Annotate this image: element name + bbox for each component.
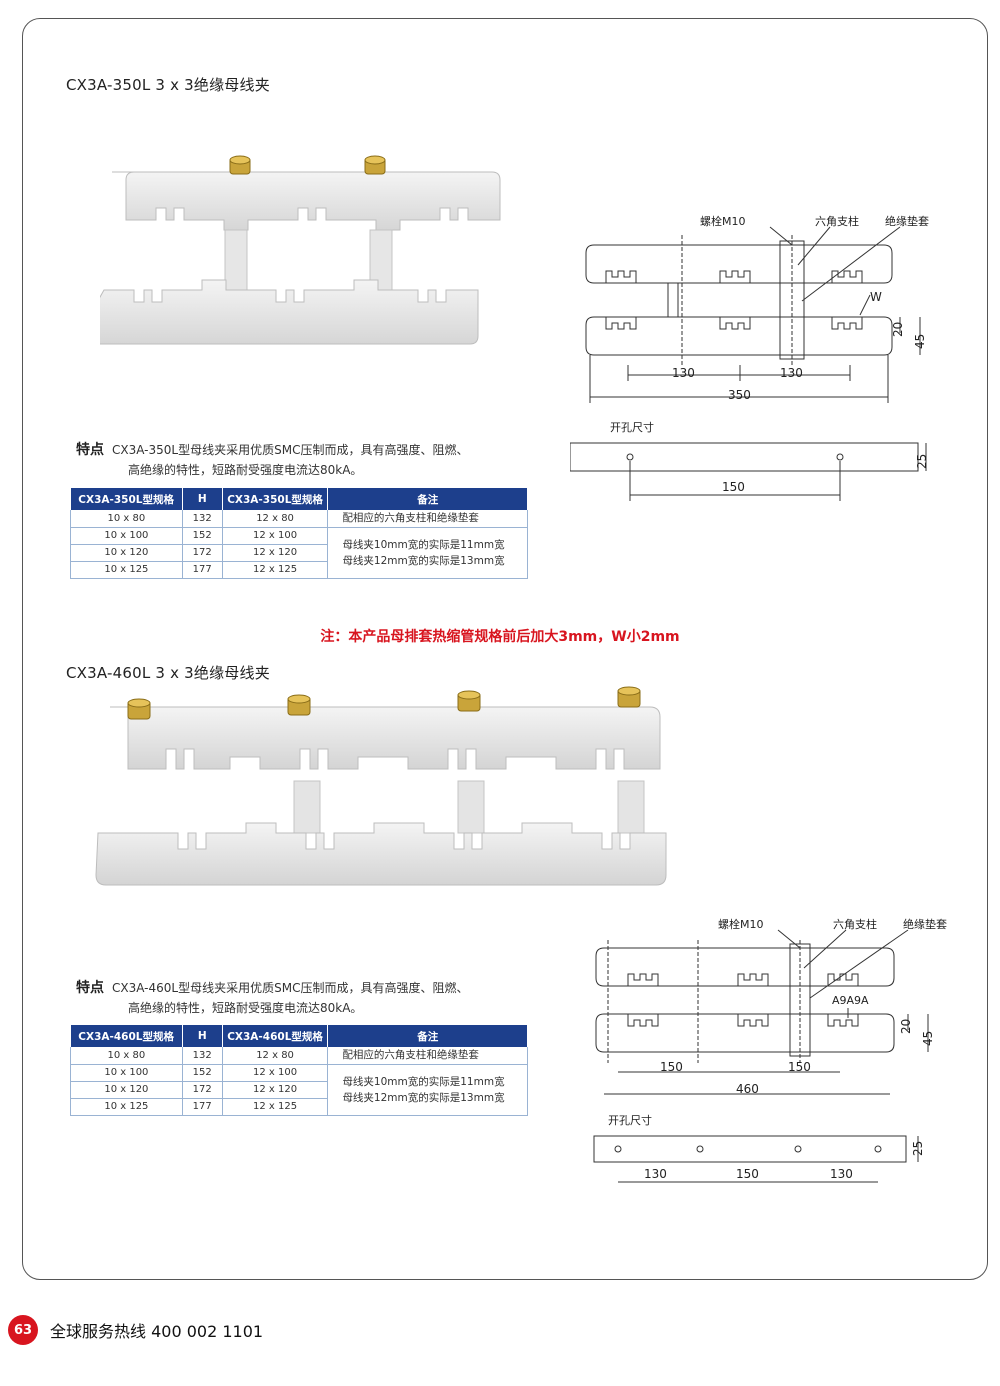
dim-20: 20 [891, 322, 905, 337]
technical-drawing-350: 螺栓M10 六角支柱 绝缘垫套 W 20 45 130 130 350 开孔尺寸… [570, 214, 929, 501]
spec-table-460: CX3A-460L型规格 H CX3A-460L型规格 备注 10 x 80 1… [70, 1025, 528, 1116]
label-a9a9a: A9A9A [832, 994, 869, 1007]
spec-table-350: CX3A-350L型规格 H CX3A-350L型规格 备注 10 x 80 1… [70, 488, 528, 579]
table-row: 10 x 120 172 12 x 120 [70, 1081, 528, 1099]
hole-title: 开孔尺寸 [610, 420, 654, 434]
bolt-icon [287, 694, 311, 716]
bolt-icon [127, 698, 151, 720]
hole-dim-150: 150 [722, 480, 745, 494]
table-header-row: CX3A-460L型规格 H CX3A-460L型规格 备注 [70, 1025, 528, 1047]
label-sleeve: 绝缘垫套 [885, 214, 929, 228]
table-row: 10 x 125 177 12 x 125 [70, 561, 528, 579]
dim-45: 45 [921, 1031, 935, 1046]
dim-150-b: 150 [788, 1060, 811, 1074]
dim-45: 45 [913, 334, 927, 349]
section-title-350: CX3A-350L 3 x 3绝缘母线夹 [66, 76, 270, 94]
table-row: 10 x 120 172 12 x 120 [70, 544, 528, 562]
hole-dim-25: 25 [911, 1141, 925, 1156]
hole-dim-150: 150 [736, 1167, 759, 1181]
dim-20: 20 [899, 1019, 913, 1034]
page-footer: 63 全球服务热线 400 002 1101 [8, 1315, 264, 1345]
bolt-icon [229, 155, 251, 175]
bolt-icon [364, 155, 386, 175]
product-photo-350 [100, 155, 501, 345]
label-post: 六角支柱 [815, 214, 859, 228]
label-sleeve: 绝缘垫套 [903, 918, 947, 931]
features-label: 特点 [76, 442, 104, 458]
hole-title: 开孔尺寸 [608, 1113, 652, 1127]
service-hotline: 全球服务热线 400 002 1101 [50, 1322, 264, 1341]
product-photo-460 [95, 686, 667, 886]
table-row: 10 x 80 132 12 x 80 配相应的六角支柱和绝缘垫套 [70, 1047, 528, 1065]
section-title-460: CX3A-460L 3 x 3绝缘母线夹 [66, 664, 270, 682]
table-row: 10 x 80 132 12 x 80 配相应的六角支柱和绝缘垫套 [70, 510, 528, 528]
hole-dim-130-a: 130 [644, 1167, 667, 1181]
dim-total-460: 460 [736, 1082, 759, 1096]
dim-130-b: 130 [780, 366, 803, 380]
label-bolt: 螺栓M10 [700, 214, 746, 228]
dim-150-a: 150 [660, 1060, 683, 1074]
features-label: 特点 [76, 980, 104, 996]
label-bolt: 螺栓M10 [718, 918, 764, 931]
page-number-badge: 63 [8, 1315, 38, 1345]
product-notice: 注：本产品母排套热缩管规格前后加大3mm，W小2mm [320, 629, 680, 645]
table-header-row: CX3A-350L型规格 H CX3A-350L型规格 备注 [70, 488, 528, 510]
bolt-icon [457, 690, 481, 712]
technical-drawing-460: 螺栓M10 六角支柱 绝缘垫套 A9A9A 20 45 150 150 460 … [593, 918, 947, 1183]
table-row: 10 x 100 152 12 x 100 母线夹10mm宽的实际是11mm宽母… [70, 527, 528, 579]
table-row: 10 x 100 152 12 x 100 母线夹10mm宽的实际是11mm宽母… [70, 1064, 528, 1116]
dim-total-350: 350 [728, 388, 751, 402]
label-post: 六角支柱 [833, 918, 877, 931]
label-w: W [870, 290, 882, 304]
bolt-icon [617, 686, 641, 708]
hole-dim-130-b: 130 [830, 1167, 853, 1181]
dim-130-a: 130 [672, 366, 695, 380]
hole-dim-25: 25 [915, 454, 929, 469]
page-frame [22, 18, 988, 1280]
table-row: 10 x 125 177 12 x 125 [70, 1098, 528, 1116]
